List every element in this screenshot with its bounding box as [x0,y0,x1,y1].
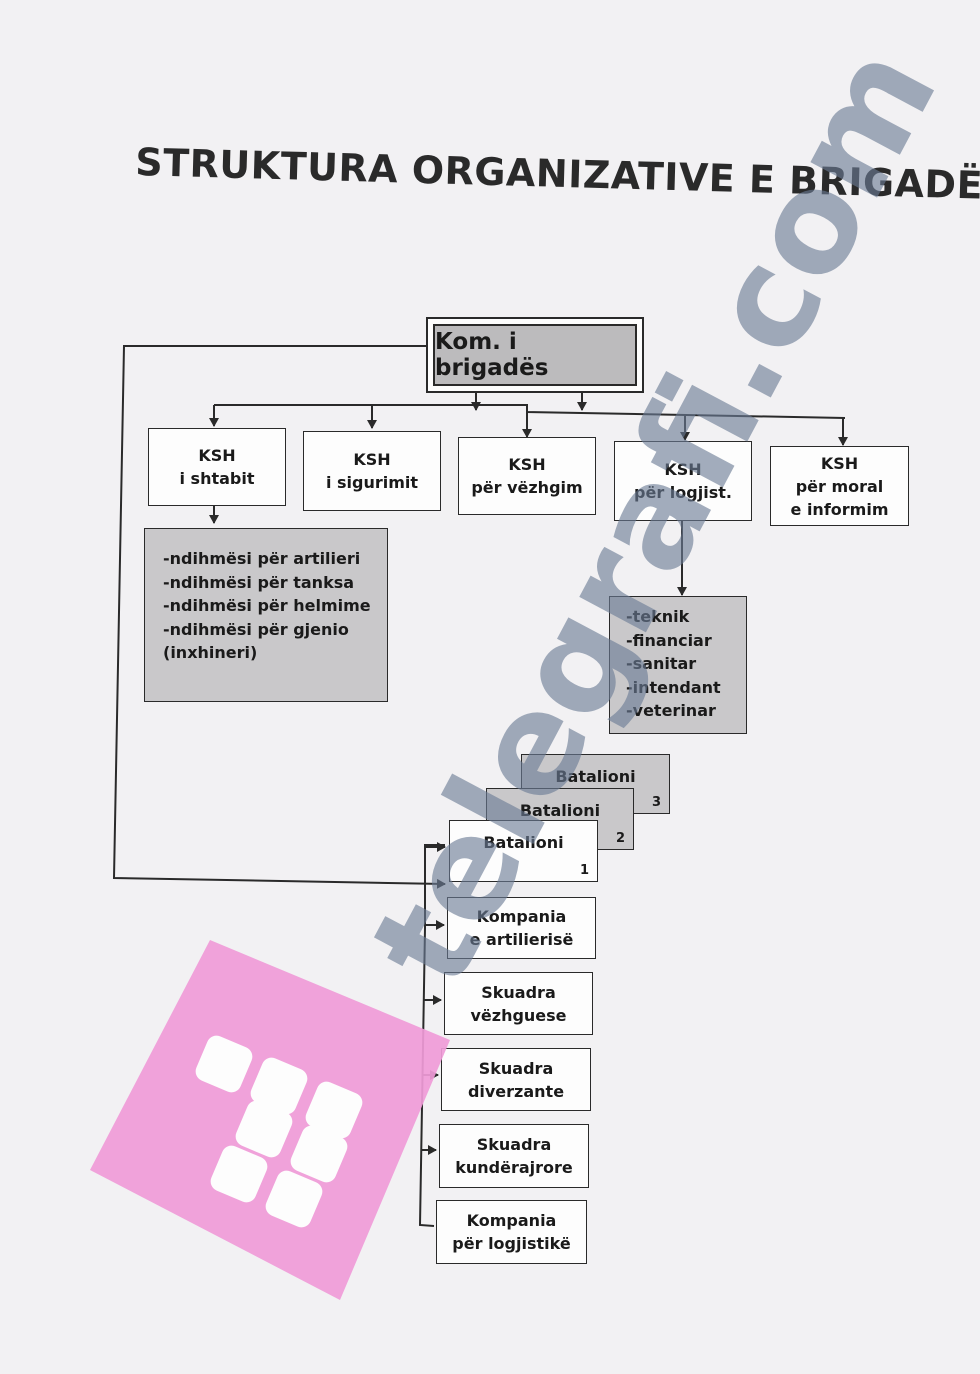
department-logistics-line2: për logjist. [634,483,732,502]
department-logistics-line1: KSH [664,460,702,479]
battalion-1-label: Batalioni [483,833,564,852]
staff-assistant-item: -ndihmësi për artilieri [163,549,361,568]
battalion-1: Batalioni 1 [449,820,598,882]
unit-artillery-line2: e artilierisë [469,930,574,949]
brigade-commander-label: Kom. i brigadës [433,324,637,386]
unit-antiaircraft-line2: kundërajrore [455,1158,573,1177]
department-morale-line1: KSH [820,453,859,473]
battalion-2-number: 2 [615,831,625,846]
unit-observation-line2: vëzhguese [470,1005,567,1025]
unit-sabotage-line2: diverzante [467,1081,565,1101]
department-staff-line1: KSH [198,446,236,465]
logistics-unit-item: -intendant [626,677,721,697]
department-security: KSH i sigurimit [303,431,441,511]
battalion-3-number: 3 [651,795,661,810]
logistics-unit-item: -sanitar [626,654,697,673]
battalion-1-number: 1 [579,863,589,878]
unit-antiaircraft-squad: Skuadra kundërajrore [439,1124,589,1188]
logistics-units-box: -teknik -financiar -sanitar -intendant -… [609,596,747,734]
staff-assistants-box: -ndihmësi për artilieri -ndihmësi për ta… [144,528,388,702]
staff-assistant-item: (inxhineri) [163,643,258,662]
unit-observation-line1: Skuadra [481,982,556,1002]
battalion-2-label: Batalioni [519,801,601,820]
brigade-commander-box: Kom. i brigadës [426,317,644,393]
staff-assistant-item: -ndihmësi për tanksa [163,572,355,592]
department-observation-line1: KSH [508,455,546,474]
telegrafi-logo-icon [90,940,450,1300]
department-security-line2: i sigurimit [325,473,419,492]
staff-assistant-item: -ndihmësi për gjenio [163,619,349,639]
staff-assistant-item: -ndihmësi për helmime [163,596,371,615]
logistics-unit-item: -financiar [626,630,712,650]
unit-sabotage-line1: Skuadra [478,1058,554,1078]
department-staff-line2: i shtabit [179,469,255,488]
unit-antiaircraft-line1: Skuadra [476,1135,552,1154]
unit-logistics-company: Kompania për logjistikë [436,1200,587,1264]
logistics-unit-item: -veterinar [626,701,716,720]
department-logistics: KSH për logjist. [614,441,752,521]
unit-artillery-company: Kompania e artilierisë [447,897,596,959]
department-morale-line2: për moral [795,476,884,496]
department-morale: KSH për moral e informim [770,446,909,526]
unit-artillery-line1: Kompania [476,907,567,926]
unit-logistics-line1: Kompania [466,1211,557,1230]
department-morale-line3: e informim [790,499,889,519]
department-staff: KSH i shtabit [148,428,286,506]
department-security-line1: KSH [353,450,391,469]
unit-logistics-line2: për logjistikë [452,1234,571,1253]
department-observation: KSH për vëzhgim [458,437,596,515]
unit-observation-squad: Skuadra vëzhguese [444,972,593,1035]
battalion-3-label: Batalioni [555,767,636,786]
logistics-unit-item: -teknik [626,607,690,626]
department-observation-line2: për vëzhgim [471,478,583,497]
unit-sabotage-squad: Skuadra diverzante [441,1048,591,1111]
